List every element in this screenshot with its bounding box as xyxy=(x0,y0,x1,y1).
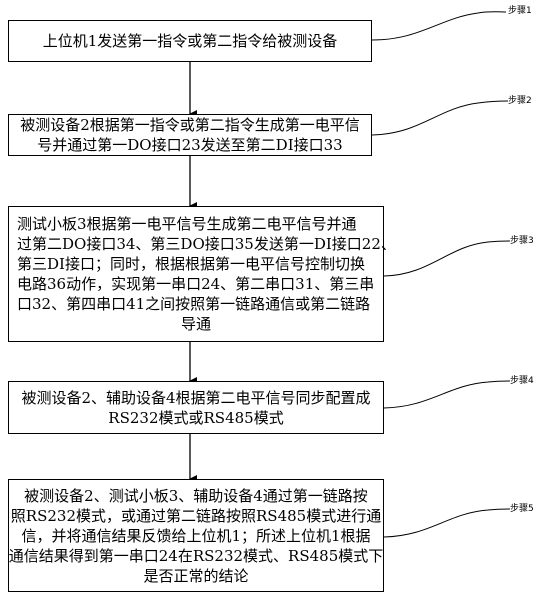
step-1-label: 步骤1 xyxy=(508,6,532,16)
leader-step-3 xyxy=(383,240,511,277)
step-2-label: 步骤2 xyxy=(508,96,532,106)
step-1-box: 上位机1发送第一指令或第二指令给被测设备 xyxy=(8,20,372,62)
step-5-line: 被测设备2、测试小板3、辅助设备4通过第一链路按 xyxy=(24,486,368,505)
step-2-line: 号并通过第一DO接口23发送至第二DI接口33 xyxy=(37,136,343,154)
step-4-box: 被测设备2、辅助设备4根据第二电平信号同步配置成 RS232模式或RS485模式 xyxy=(8,381,384,434)
step-3-box: 测试小板3根据第一电平信号生成第二电平信号并通 过第二DO接口34、第三DO接口… xyxy=(8,206,396,342)
step-3-line: 电路36动作，实现第一串口24、第二串口31、第三串 xyxy=(17,275,375,293)
step-5-line: 照RS232模式，或通过第二链路按照RS485模式进行通 xyxy=(10,506,382,525)
step-2-line: 被测设备2根据第一指令或第二指令生成第一电平信 xyxy=(20,116,360,134)
step-5-line: 是否正常的结论 xyxy=(143,566,249,585)
leader-step-5 xyxy=(383,508,511,538)
step-3-line: 第三DI接口；同时，根据根据第一电平信号控制切换 xyxy=(17,255,365,273)
leader-step-1 xyxy=(371,11,507,41)
step-5-label: 步骤5 xyxy=(510,504,534,514)
step-4-line: 被测设备2、辅助设备4根据第二电平信号同步配置成 xyxy=(21,388,371,407)
step-3-line: 测试小板3根据第一电平信号生成第二电平信号并通 xyxy=(17,215,357,233)
step-5-box: 被测设备2、测试小板3、辅助设备4通过第一链路按 照RS232模式，或通过第二链… xyxy=(8,479,384,592)
step-4-label: 步骤4 xyxy=(510,376,534,386)
step-3-line: 口32、第四串口41之间按照第一链路通信或第二链路 xyxy=(17,295,371,313)
step-1-line: 上位机1发送第一指令或第二指令给被测设备 xyxy=(42,32,338,50)
step-3-line: 过第二DO接口34、第三DO接口35发送第一DI接口22、 xyxy=(17,235,396,253)
step-3-label: 步骤3 xyxy=(510,236,534,246)
step-4-line: RS232模式或RS485模式 xyxy=(108,408,284,427)
leader-step-2 xyxy=(371,100,509,136)
leader-step-4 xyxy=(383,380,511,409)
step-3-line: 导通 xyxy=(180,315,211,333)
step-2-box: 被测设备2根据第一指令或第二指令生成第一电平信 号并通过第一DO接口23发送至第… xyxy=(8,114,372,156)
step-5-line: 信，并将通信结果反馈给上位机1；所述上位机1根据 xyxy=(21,526,371,545)
step-5-line: 通信结果得到第一串口24在RS232模式、RS485模式下 xyxy=(8,546,384,565)
